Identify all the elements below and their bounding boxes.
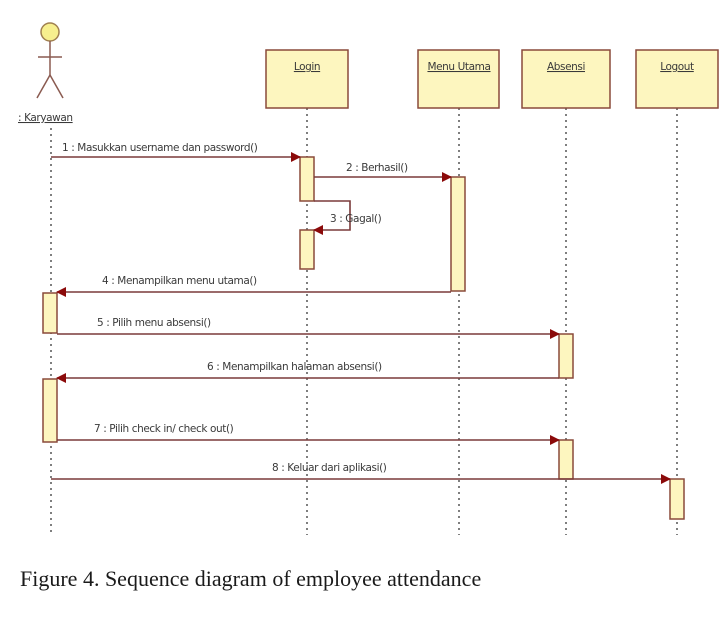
activations: [42, 156, 685, 520]
actor-label: : Karyawan: [18, 112, 73, 124]
activation-actor-2: [42, 378, 58, 443]
actor-leg-left: [36, 74, 51, 99]
object-login: Login: [265, 49, 349, 109]
activation-absensi-2: [558, 439, 574, 480]
message-6-label: 6 : Menampilkan halaman absensi(): [207, 361, 382, 373]
object-menu-utama: Menu Utama: [417, 49, 500, 109]
activation-absensi-1: [558, 333, 574, 379]
message-8-label: 8 : Keluar dari aplikasi(): [272, 462, 387, 474]
message-1-label: 1 : Masukkan username dan password(): [62, 142, 258, 154]
object-logout: Logout: [635, 49, 719, 109]
activation-logout: [669, 478, 685, 520]
activation-login-2: [299, 229, 315, 270]
object-login-label: Login: [294, 61, 320, 73]
activation-actor-1: [42, 292, 58, 334]
activation-login-1: [299, 156, 315, 202]
activation-menu: [450, 176, 466, 292]
actor-leg-right: [49, 74, 64, 99]
message-2-label: 2 : Berhasil(): [346, 162, 408, 174]
message-7-label: 7 : Pilih check in/ check out(): [94, 423, 234, 435]
actor-karyawan: : Karyawan: [18, 22, 73, 124]
object-menu-utama-label: Menu Utama: [427, 61, 490, 73]
figure-caption: Figure 4. Sequence diagram of employee a…: [20, 566, 482, 591]
actor-head-icon: [40, 22, 60, 42]
message-5-label: 5 : Pilih menu absensi(): [97, 317, 211, 329]
object-logout-label: Logout: [660, 61, 694, 73]
object-absensi: Absensi: [521, 49, 611, 109]
object-absensi-label: Absensi: [547, 61, 585, 73]
message-3-label: 3 : Gagal(): [330, 213, 382, 225]
message-4-label: 4 : Menampilkan menu utama(): [102, 275, 257, 287]
message-3-arrow: [313, 200, 351, 235]
sequence-diagram: : Karyawan Login Menu Utama Absensi Logo…: [18, 22, 719, 535]
